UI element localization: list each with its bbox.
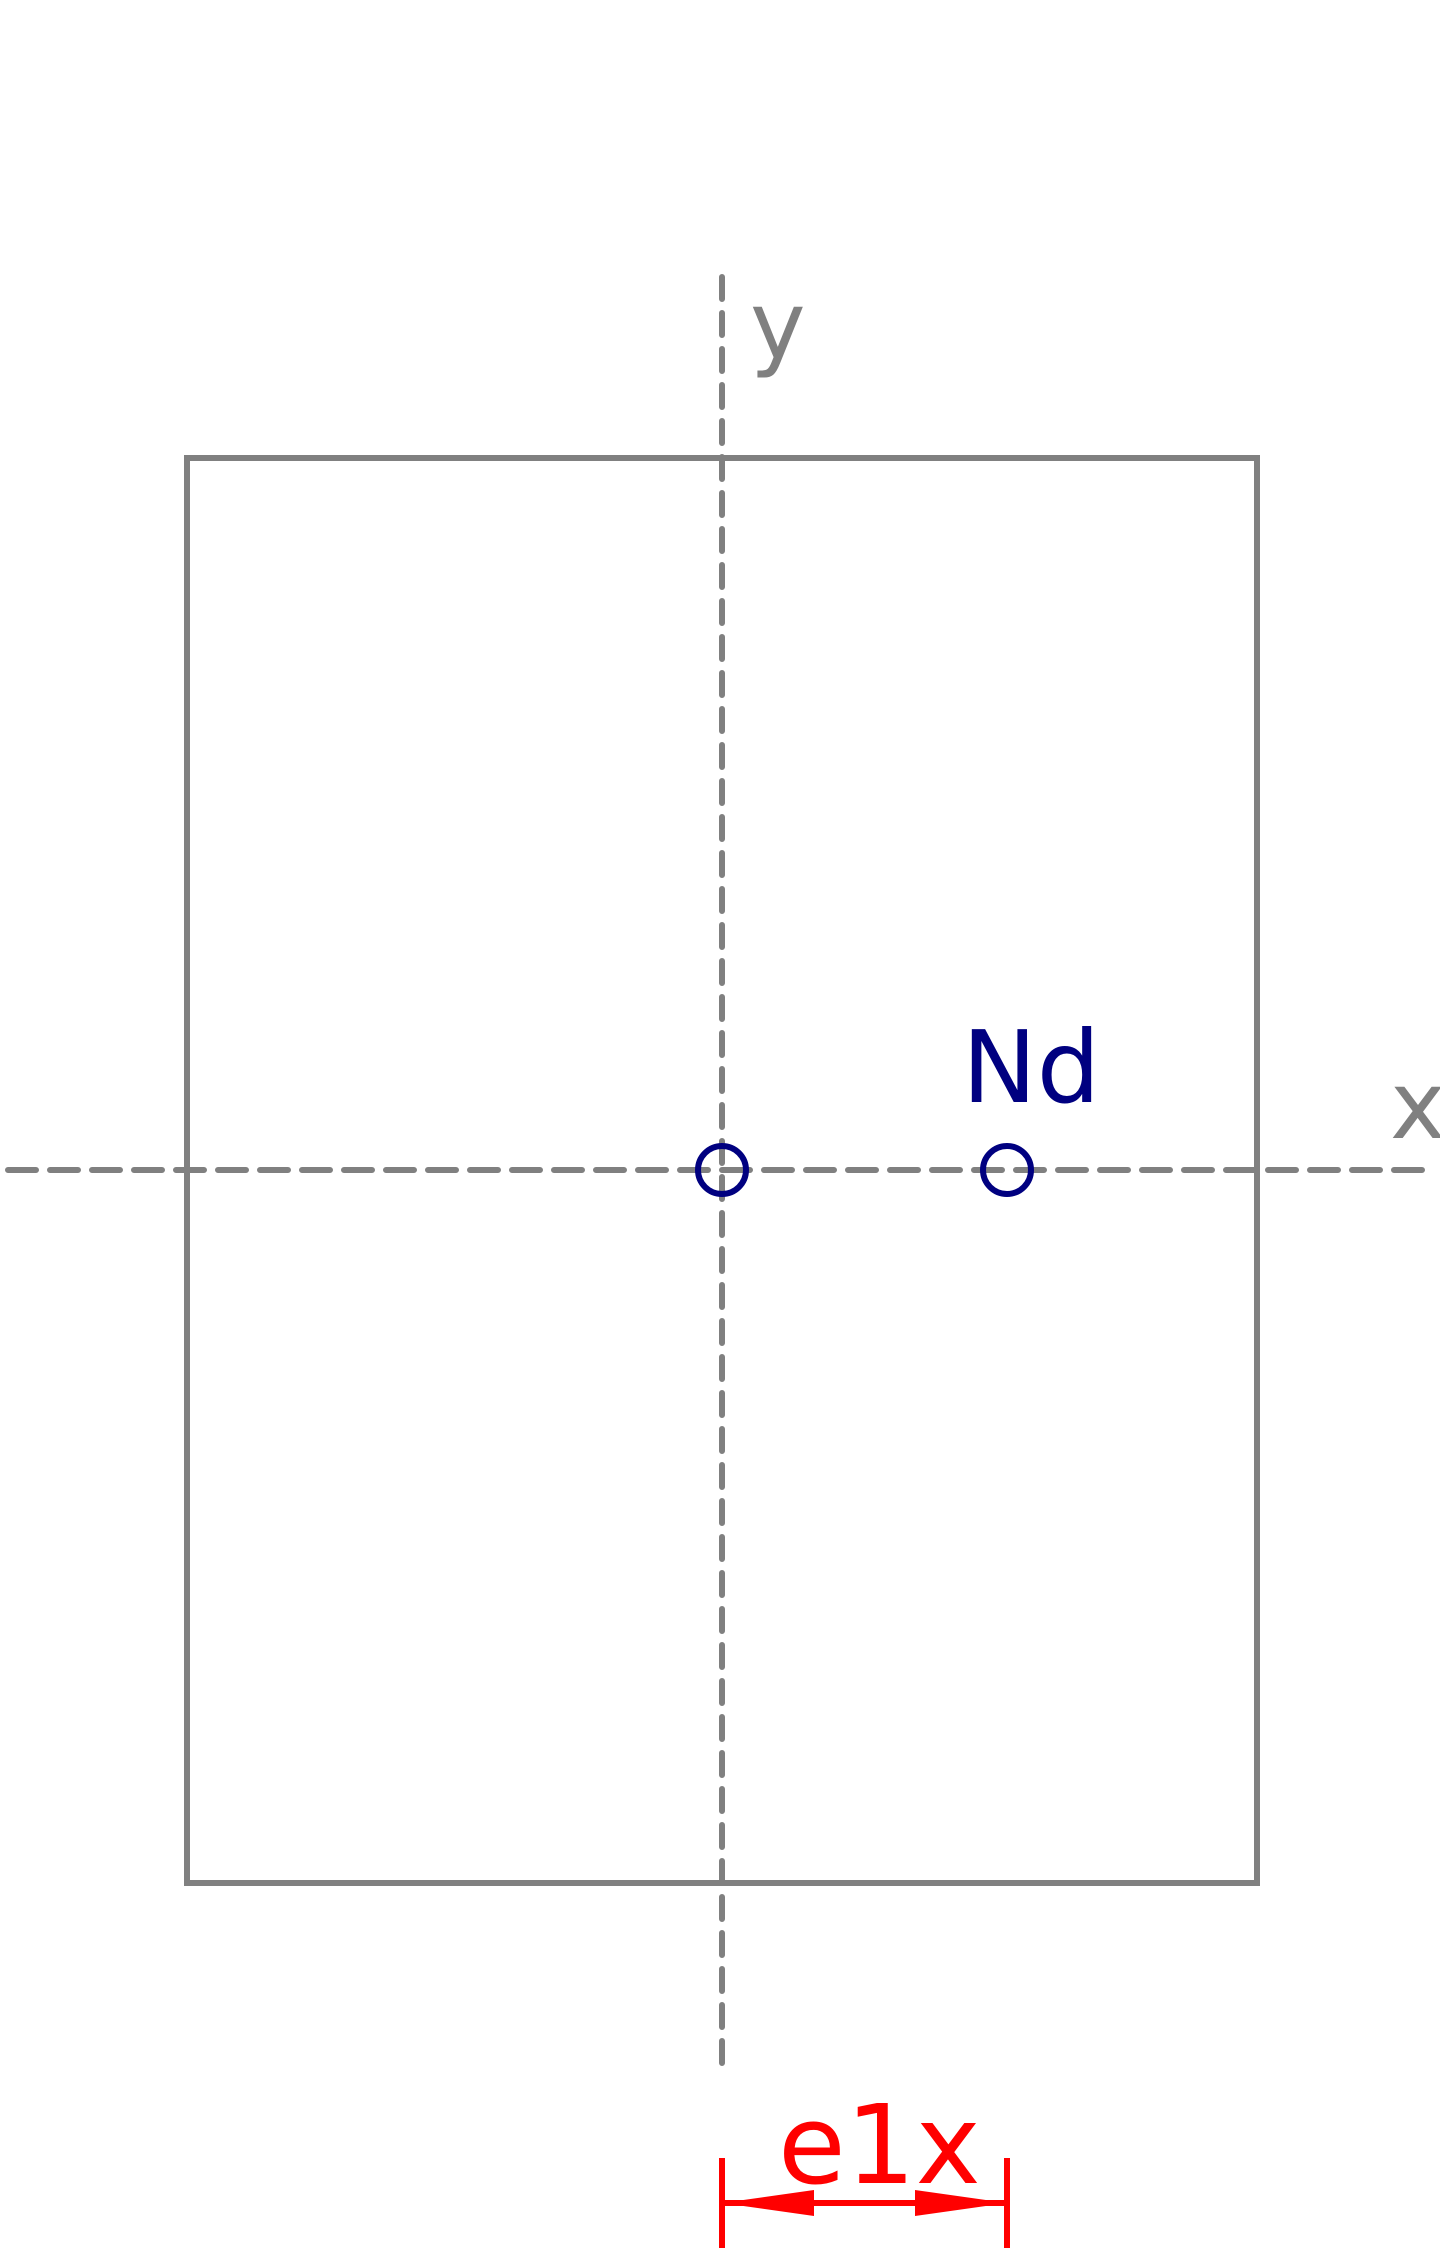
centroid-marker [695,1143,749,1197]
dimension-arrow-right [915,2190,1007,2216]
load-label: Nd [962,1009,1100,1126]
y-axis-label: y [750,272,806,381]
x-axis-label: x [1390,1052,1440,1161]
eccentricity-dimension [719,2158,1010,2248]
eccentricity-label: e1x [778,2081,981,2209]
dimension-arrow-left [722,2190,814,2216]
load-point-marker [980,1143,1034,1197]
